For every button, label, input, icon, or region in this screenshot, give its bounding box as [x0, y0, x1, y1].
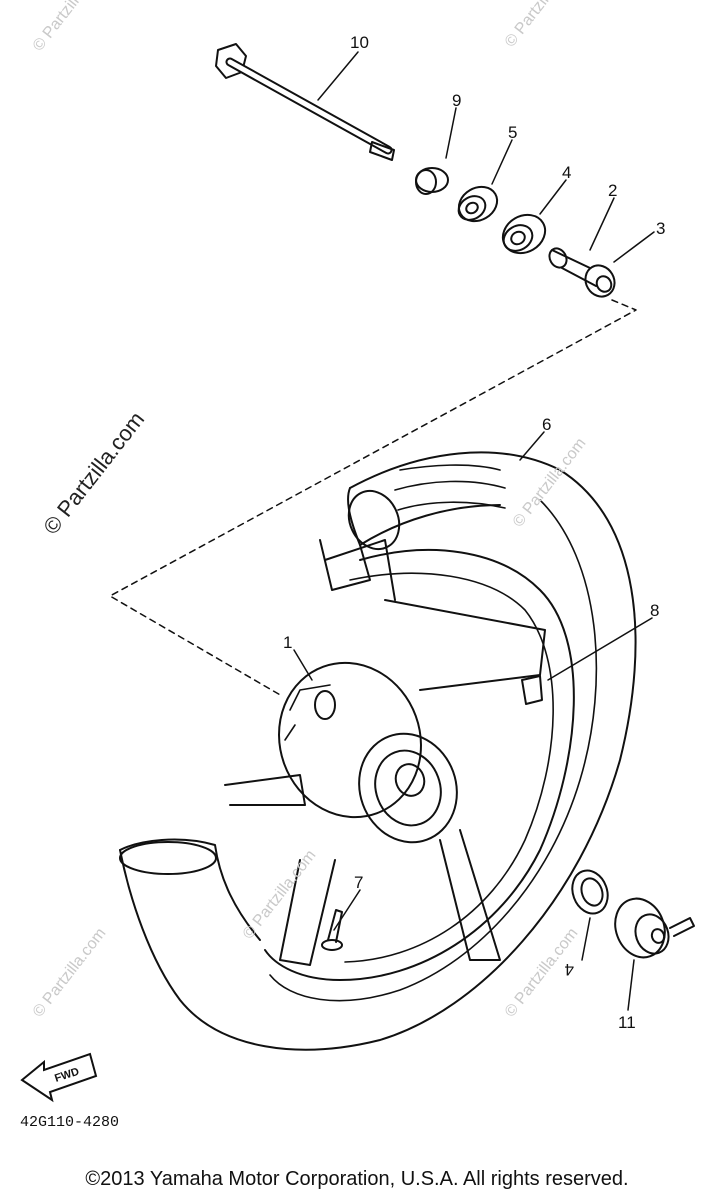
callout-4-lower: 4: [565, 960, 574, 979]
callout-2: 2: [608, 181, 617, 200]
bearing-part-lower: [571, 869, 609, 915]
assembly-line: [109, 299, 637, 697]
balance-weight-part: [521, 675, 543, 705]
callout-9: 9: [452, 91, 461, 110]
wheel-rim: [264, 549, 575, 981]
valve-part: [321, 909, 343, 951]
watermark-main: © Partzilla.com: [38, 407, 149, 539]
part-code: 42G110-4280: [20, 1114, 119, 1131]
axle-part: [215, 43, 395, 161]
forward-arrow-icon: FWD: [20, 1052, 98, 1103]
spacer-part: [548, 247, 616, 298]
watermark-small-6: © Partzilla.com: [240, 847, 320, 942]
oil-seal-part: [457, 185, 499, 223]
leader-lines: [293, 51, 655, 1011]
callout-10: 10: [350, 33, 369, 52]
callout-7: 7: [354, 873, 363, 892]
callout-1: 1: [283, 633, 292, 652]
callout-8: 8: [650, 601, 659, 620]
wheel-hub: [224, 539, 546, 966]
collar-part: [415, 167, 449, 195]
copyright-text: ©2013 Yamaha Motor Corporation, U.S.A. A…: [85, 1168, 629, 1190]
watermark-small-2: © Partzilla.com: [502, 0, 582, 50]
bearing-part-top: [501, 213, 547, 255]
gear-unit-part: [614, 897, 695, 959]
watermark-small-1: © Partzilla.com: [30, 0, 110, 54]
callout-5: 5: [508, 123, 517, 142]
callout-11: 11: [618, 1013, 636, 1032]
callout-3: 3: [656, 219, 665, 238]
callout-6: 6: [542, 415, 551, 434]
tire-part: [119, 451, 637, 1051]
watermark-small-4: © Partzilla.com: [30, 925, 110, 1020]
callout-4: 4: [562, 163, 571, 182]
